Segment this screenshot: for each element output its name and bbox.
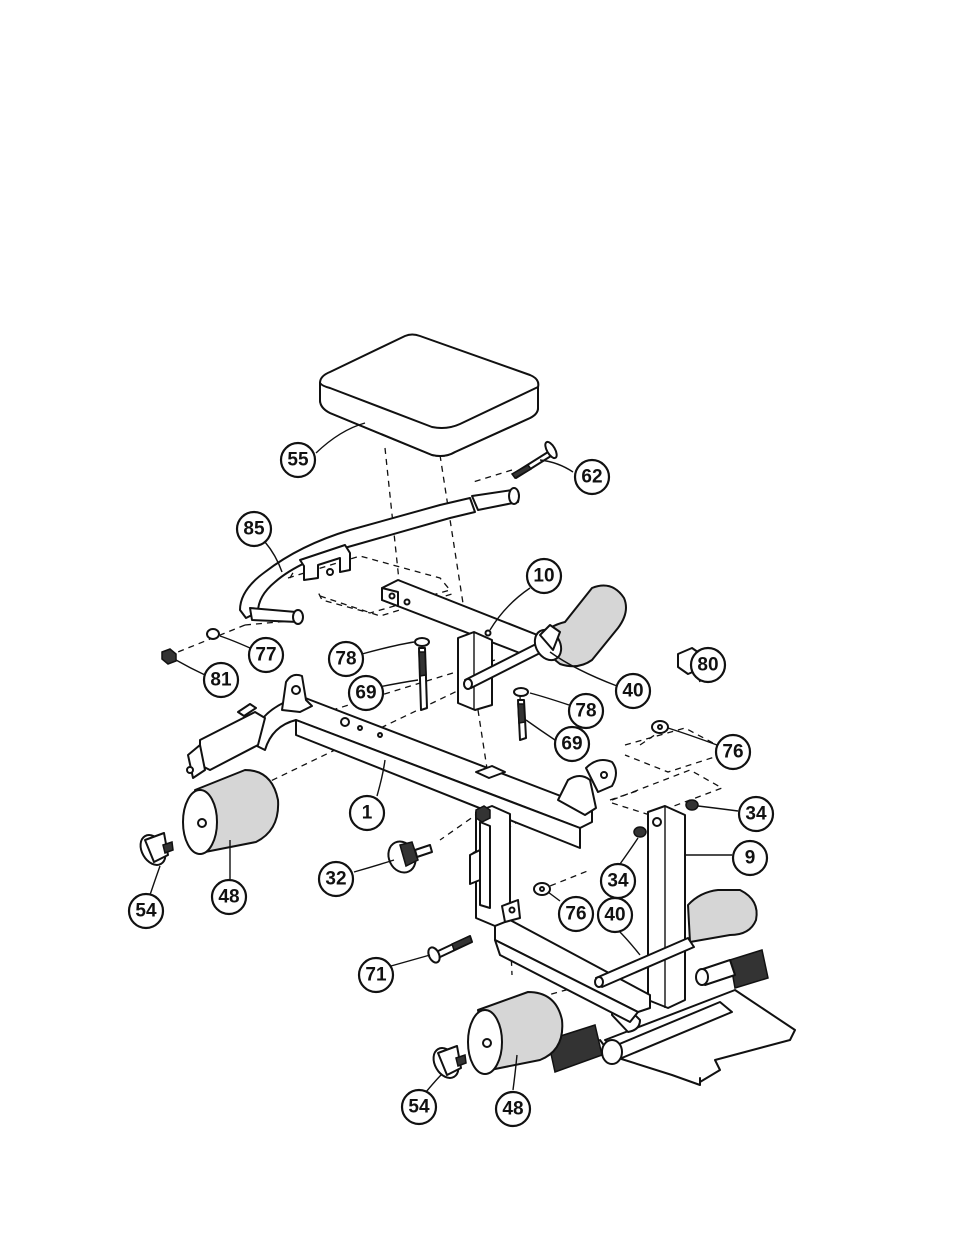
- callout-leaders: [149, 422, 739, 1093]
- lower-frame: [469, 805, 651, 1023]
- upper-frame: [381, 579, 627, 711]
- end-cap-front: [139, 832, 174, 866]
- bolt-62: [510, 440, 558, 479]
- callout-9: 9: [731, 839, 769, 877]
- callout-81: 81: [202, 661, 240, 699]
- callout-34-left: 34: [599, 862, 637, 900]
- callout-71-label: 71: [365, 965, 387, 986]
- callout-62: 62: [573, 458, 611, 496]
- callout-77-label: 77: [255, 645, 276, 666]
- seat-pad: [319, 333, 540, 457]
- callout-76-upper-label: 76: [722, 742, 743, 763]
- callout-34-right: 34: [737, 795, 775, 833]
- callout-40-upper: 40: [614, 672, 652, 710]
- callout-1: 1: [348, 794, 386, 832]
- callout-48-front-label: 48: [218, 887, 239, 908]
- callout-40-upper-label: 40: [622, 681, 643, 702]
- callout-34-right-label: 34: [745, 804, 767, 825]
- callout-48-rear-label: 48: [502, 1099, 523, 1120]
- callout-40-lower: 40: [596, 896, 634, 934]
- callout-55: 55: [279, 441, 317, 479]
- callout-76-upper: 76: [714, 733, 752, 771]
- callout-54-front: 54: [127, 892, 165, 930]
- axle-rod-lower: [594, 937, 695, 988]
- callout-10-label: 10: [533, 566, 554, 587]
- end-cap-rear: [432, 1045, 467, 1079]
- callout-10: 10: [525, 557, 563, 595]
- callout-78-lower-label: 78: [575, 701, 596, 722]
- callout-69-lower: 69: [553, 725, 591, 763]
- callout-69-upper-label: 69: [355, 683, 376, 704]
- callout-54-rear: 54: [400, 1088, 438, 1126]
- callout-80: 80: [689, 646, 727, 684]
- handle-bar: [239, 487, 520, 625]
- callout-85-label: 85: [243, 519, 265, 540]
- callout-40-lower-label: 40: [604, 905, 625, 926]
- callout-76-lower-label: 76: [565, 904, 586, 925]
- callout-48-front: 48: [210, 878, 248, 916]
- foam-roller-front: [182, 769, 280, 855]
- callout-78-lower: 78: [567, 692, 605, 730]
- callout-54-front-label: 54: [135, 901, 157, 922]
- callout-69-lower-label: 69: [561, 734, 582, 755]
- callout-34-left-label: 34: [607, 871, 629, 892]
- callout-55-label: 55: [287, 450, 309, 471]
- callout-48-rear: 48: [494, 1090, 532, 1128]
- callout-54-rear-label: 54: [408, 1097, 430, 1118]
- callout-9-label: 9: [745, 848, 756, 869]
- callout-80-label: 80: [697, 655, 718, 676]
- callout-32: 32: [317, 860, 355, 898]
- callout-62-label: 62: [581, 467, 602, 488]
- callout-71: 71: [357, 956, 395, 994]
- callout-77: 77: [247, 636, 285, 674]
- callout-69-upper: 69: [347, 674, 385, 712]
- callout-78-upper: 78: [327, 640, 365, 678]
- callout-76-lower: 76: [557, 895, 595, 933]
- foam-roller-rear: [467, 991, 564, 1075]
- callout-32-label: 32: [325, 869, 346, 890]
- callout-78-upper-label: 78: [335, 649, 356, 670]
- callout-81-label: 81: [210, 670, 232, 691]
- callout-85: 85: [235, 510, 273, 548]
- callout-1-label: 1: [362, 803, 373, 824]
